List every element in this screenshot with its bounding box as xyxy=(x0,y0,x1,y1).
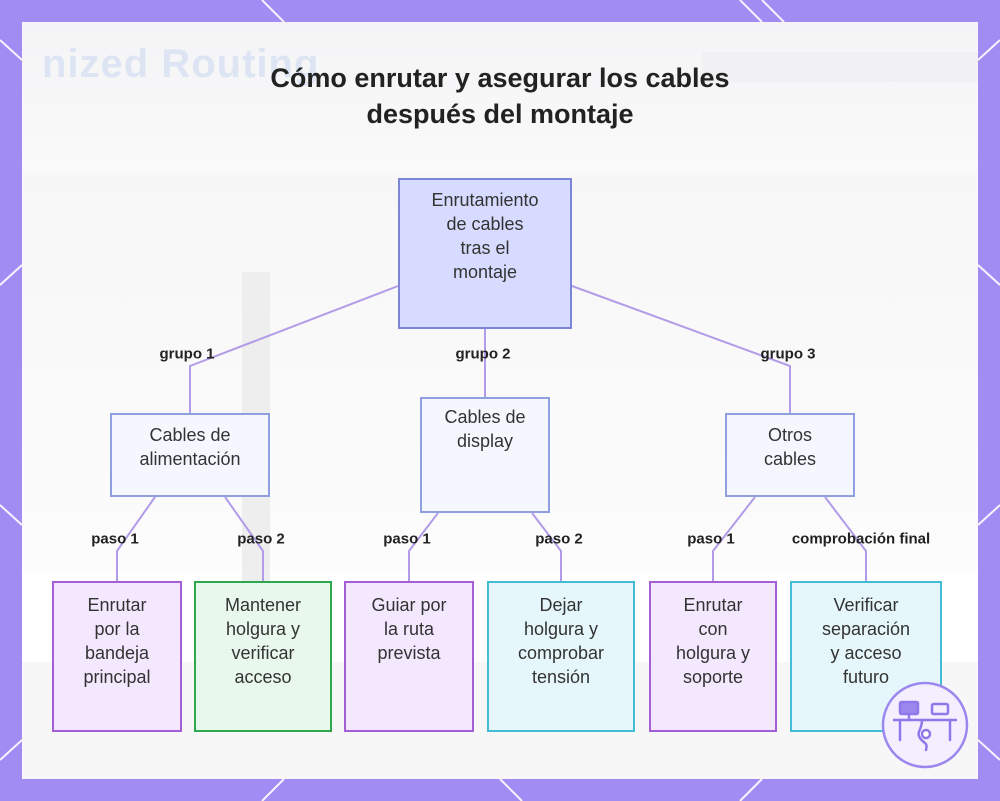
node-power-step-2: Mantener holgura y verificar acceso xyxy=(194,581,332,732)
edge-label-group-1: grupo 1 xyxy=(158,346,217,363)
edge-label-group-2: grupo 2 xyxy=(454,346,513,363)
node-power-cables: Cables de alimentación xyxy=(110,413,270,497)
node-power-step-1: Enrutar por la bandeja principal xyxy=(52,581,182,732)
edge-label-other-step-1: paso 1 xyxy=(685,531,737,548)
node-root: Enrutamiento de cables tras el montaje xyxy=(398,178,572,329)
node-other-cables: Otros cables xyxy=(725,413,855,497)
edge-label-power-step-2: paso 2 xyxy=(235,531,287,548)
node-other-step-1-label: Enrutar con holgura y soporte xyxy=(676,593,750,689)
desk-cable-icon xyxy=(880,680,970,770)
node-display-cables: Cables de display xyxy=(420,397,550,513)
edge-label-display-step-1: paso 1 xyxy=(381,531,433,548)
node-display-step-1-label: Guiar por la ruta prevista xyxy=(371,593,446,665)
edge-label-group-3: grupo 3 xyxy=(759,346,818,363)
edge-root-other xyxy=(572,286,790,413)
edge-label-display-step-2: paso 2 xyxy=(533,531,585,548)
node-root-label: Enrutamiento de cables tras el montaje xyxy=(431,188,538,284)
node-display-step-1: Guiar por la ruta prevista xyxy=(344,581,474,732)
node-display-step-2: Dejar holgura y comprobar tensión xyxy=(487,581,635,732)
node-other-step-1: Enrutar con holgura y soporte xyxy=(649,581,777,732)
node-power-cables-label: Cables de alimentación xyxy=(139,423,240,471)
node-display-cables-label: Cables de display xyxy=(444,405,525,453)
node-other-final-check-label: Verificar separación y acceso futuro xyxy=(822,593,910,689)
node-display-step-2-label: Dejar holgura y comprobar tensión xyxy=(518,593,604,689)
edge-label-other-final: comprobación final xyxy=(790,531,932,548)
edge-label-power-step-1: paso 1 xyxy=(89,531,141,548)
node-power-step-1-label: Enrutar por la bandeja principal xyxy=(83,593,150,689)
node-power-step-2-label: Mantener holgura y verificar acceso xyxy=(225,593,301,689)
node-other-cables-label: Otros cables xyxy=(764,423,816,471)
edge-root-power xyxy=(190,286,398,413)
